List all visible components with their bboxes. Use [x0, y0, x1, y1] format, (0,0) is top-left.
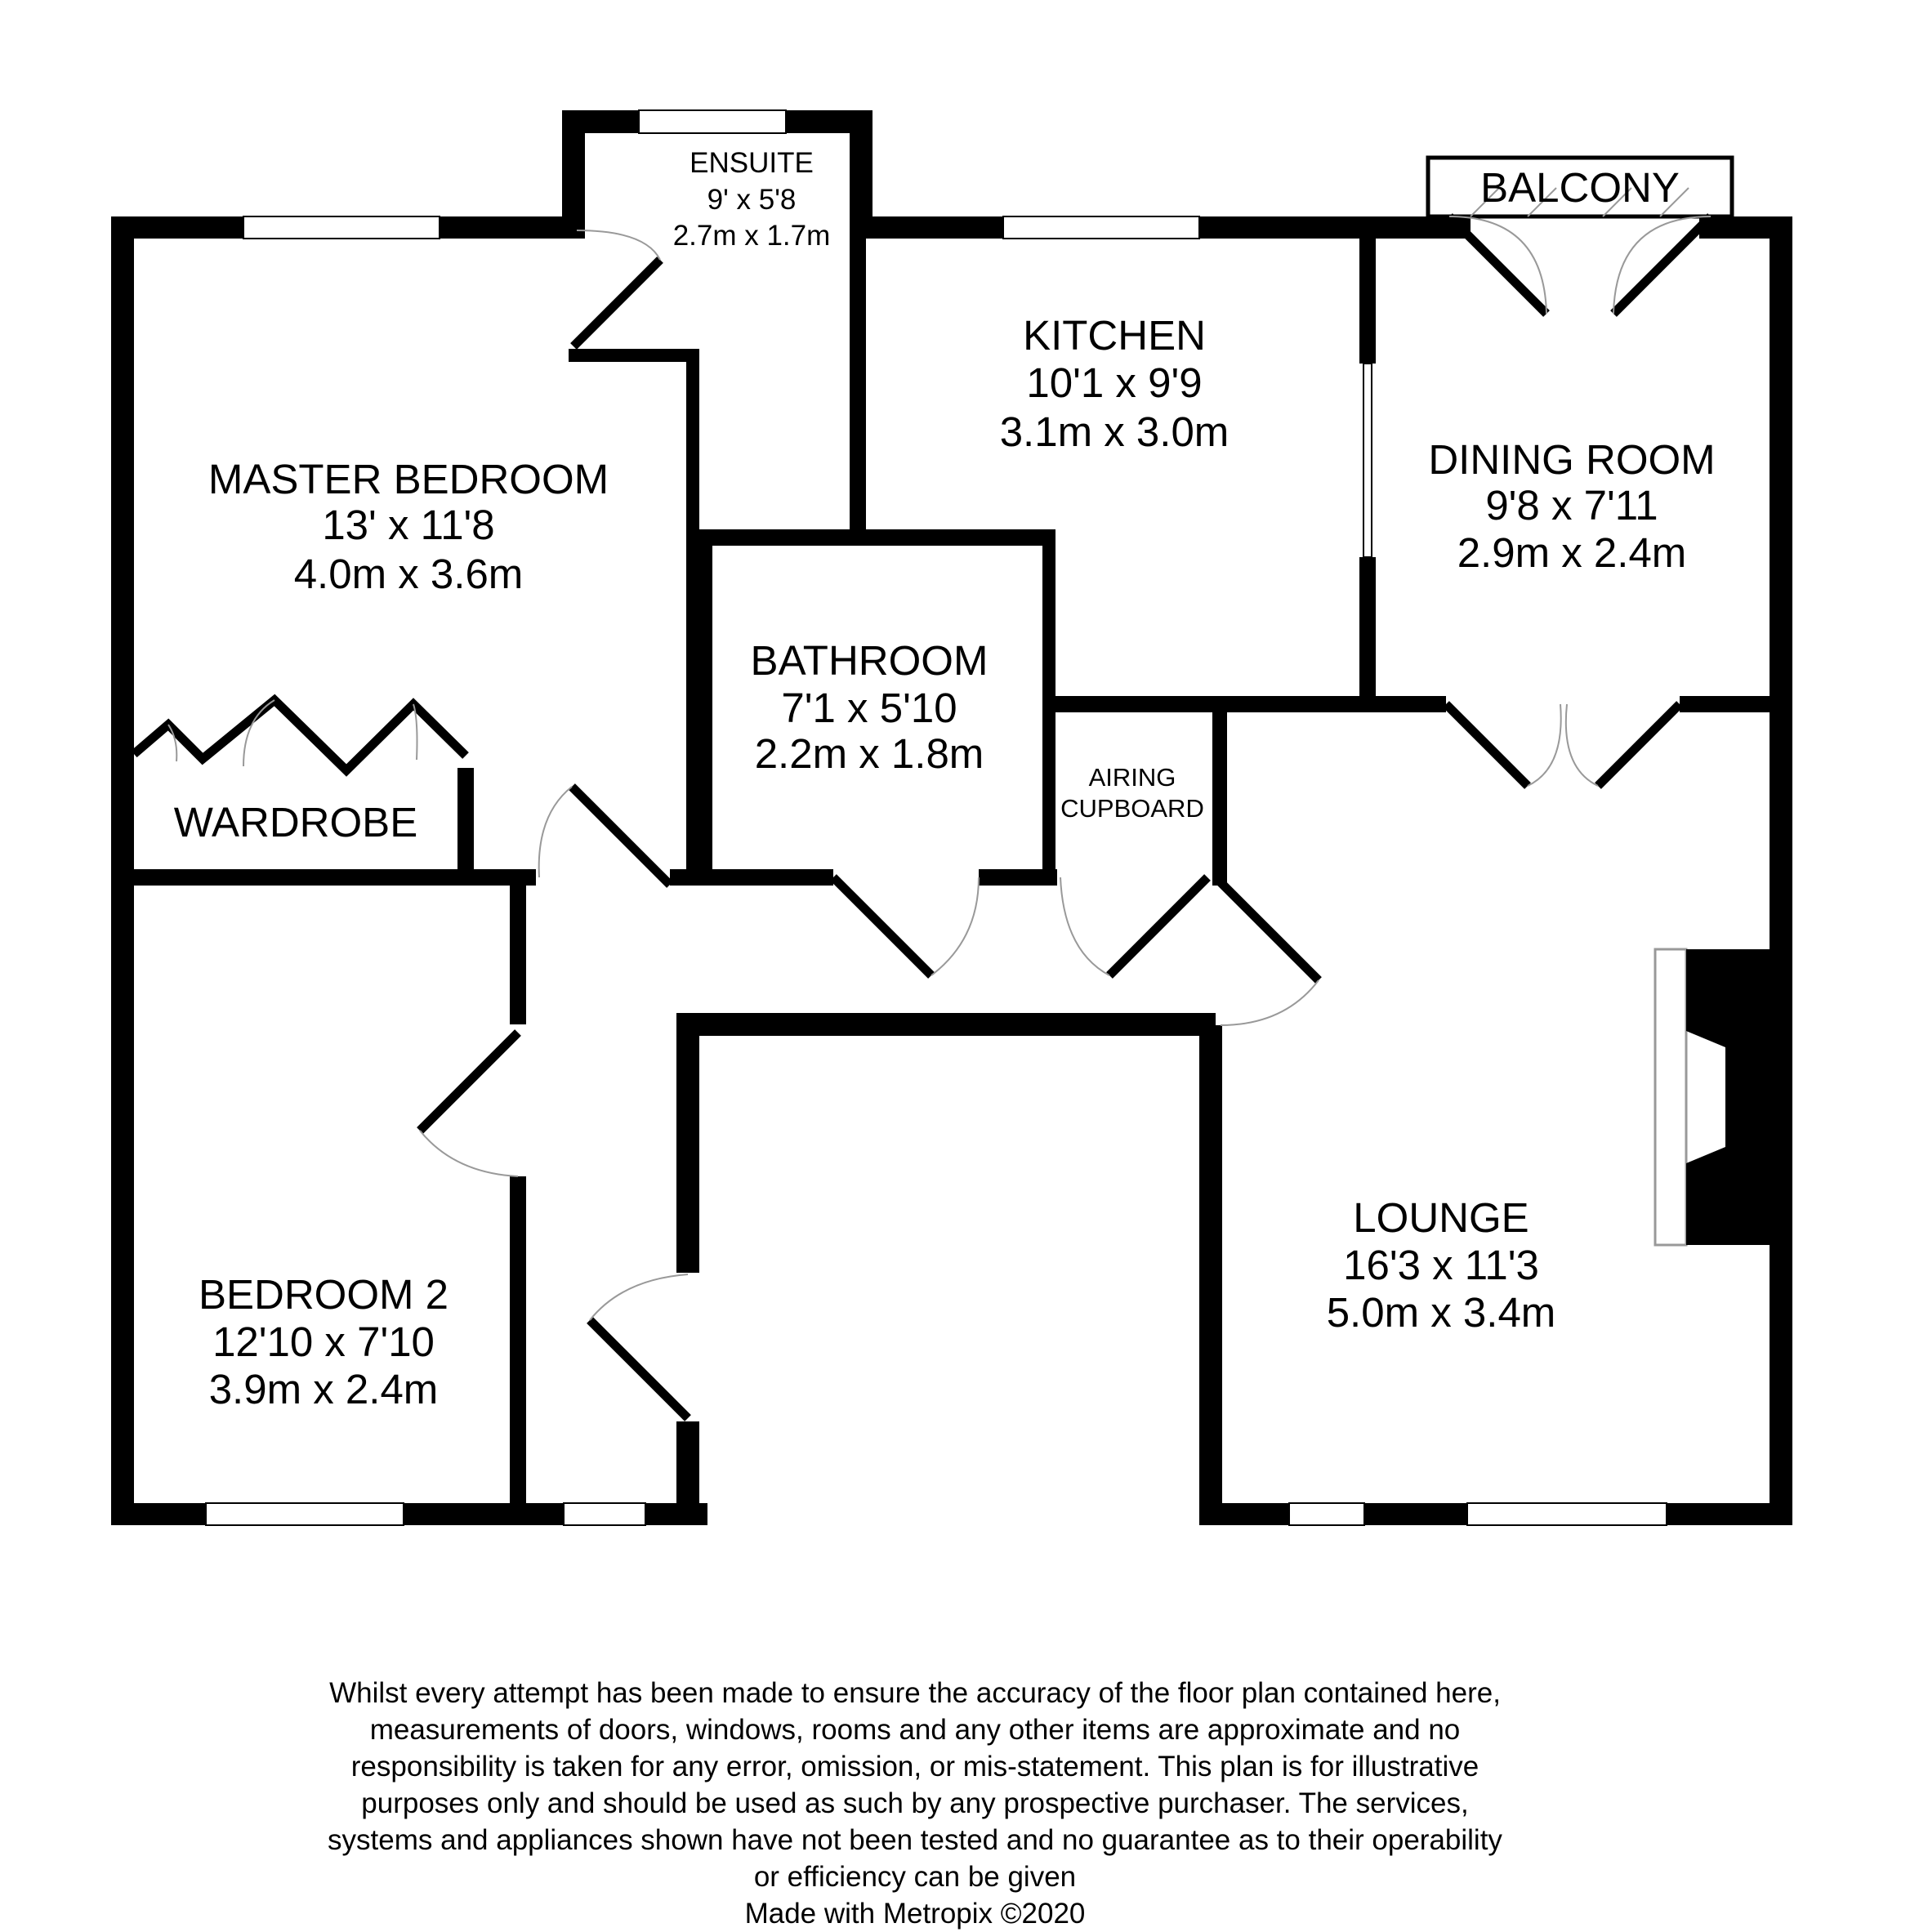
wall-top-dining-right	[1699, 216, 1792, 239]
door-entrance	[587, 1317, 691, 1421]
bathroom-name: BATHROOM	[751, 637, 989, 684]
window-master	[243, 216, 440, 239]
wall-master-bottom	[111, 869, 536, 886]
kitchen-metric: 3.1m x 3.0m	[1000, 408, 1230, 455]
door-airing	[1106, 874, 1211, 979]
ensuite-name: ENSUITE	[690, 147, 814, 179]
windows	[205, 109, 1667, 1526]
kitchen-imperial: 10'1 x 9'9	[1026, 359, 1202, 406]
wall-bed2-right-bottom	[510, 1176, 526, 1519]
wall-landing-top	[676, 1013, 1216, 1036]
wall-bathroom-top	[699, 529, 1055, 546]
wardrobe-label: WARDROBE	[174, 799, 417, 846]
wall-master-right	[686, 349, 699, 880]
lounge-metric: 5.0m x 3.4m	[1327, 1289, 1556, 1336]
floor-plan: BALCONY ENSUITE	[111, 109, 1792, 1526]
window-kitchen-dining-opening	[1363, 363, 1372, 558]
bathroom-metric: 2.2m x 1.8m	[755, 730, 984, 777]
door-bedroom2	[417, 1029, 521, 1134]
wall-airing-right	[1212, 712, 1227, 884]
wall-bathroom-left	[699, 529, 712, 881]
door-ensuite	[570, 257, 663, 350]
door-dining-left	[1443, 701, 1531, 789]
dining-metric: 2.9m x 2.4m	[1457, 529, 1687, 576]
bedroom2-name: BEDROOM 2	[199, 1271, 449, 1318]
wall-ensuite-kitchen	[850, 237, 866, 539]
wall-dining-bottom	[1680, 696, 1778, 712]
balcony: BALCONY	[1426, 155, 1734, 317]
master-name: MASTER BEDROOM	[208, 456, 609, 502]
room-labels: ENSUITE 9' x 5'8 2.7m x 1.7m MASTER BEDR…	[174, 147, 1716, 1412]
door-dining-right	[1595, 701, 1683, 789]
disclaimer-text: Whilst every attempt has been made to en…	[328, 1677, 1502, 1893]
window-ensuite	[638, 109, 787, 134]
ensuite-imperial: 9' x 5'8	[707, 184, 797, 216]
window-kitchen	[1002, 216, 1200, 239]
wall-bathroom-bottom-a	[670, 869, 833, 886]
wall-kitchen-dining-bottom	[1359, 557, 1376, 712]
wall-wardrobe-right	[457, 768, 474, 874]
disclaimer-credit: Made with Metropix ©2020	[744, 1898, 1086, 1930]
door-bathroom	[830, 874, 935, 979]
wall-bathroom-bottom-b	[979, 869, 1057, 886]
wall-kitchen-bottom	[1046, 696, 1446, 712]
bedroom2-imperial: 12'10 x 7'10	[212, 1318, 435, 1365]
wall-kitchen-dining-top	[1359, 237, 1376, 364]
window-hall	[563, 1502, 646, 1526]
window-bedroom2	[205, 1502, 404, 1526]
door-master	[569, 783, 673, 888]
dining-name: DINING ROOM	[1428, 436, 1715, 483]
wardrobe-doors	[131, 694, 469, 777]
window-lounge-right	[1466, 1502, 1667, 1526]
wall-lounge-left	[1199, 1025, 1222, 1525]
wall-hall-right-top	[676, 1013, 699, 1273]
master-metric: 4.0m x 3.6m	[294, 551, 524, 597]
ensuite-metric: 2.7m x 1.7m	[673, 220, 831, 252]
door-lounge	[1217, 879, 1322, 984]
airing-line1: AIRING	[1089, 763, 1176, 792]
balcony-label: BALCONY	[1480, 164, 1680, 211]
wall-hall-right-bottom	[676, 1421, 699, 1525]
lounge-imperial: 16'3 x 11'3	[1343, 1242, 1539, 1288]
bathroom-imperial: 7'1 x 5'10	[781, 685, 957, 731]
disclaimer: Whilst every attempt has been made to en…	[327, 1675, 1503, 1932]
kitchen-name: KITCHEN	[1023, 312, 1206, 359]
master-imperial: 13' x 11'8	[322, 502, 494, 548]
wall-bed2-right-top	[510, 869, 526, 1024]
window-lounge-left	[1288, 1502, 1365, 1526]
fireplace	[1654, 948, 1770, 1247]
dining-imperial: 9'8 x 7'11	[1485, 482, 1658, 529]
doors	[131, 230, 1683, 1421]
wall-right	[1770, 216, 1792, 1525]
airing-line2: CUPBOARD	[1060, 794, 1204, 823]
wall-ensuite-partition	[569, 349, 699, 362]
bedroom2-metric: 3.9m x 2.4m	[209, 1366, 439, 1412]
lounge-name: LOUNGE	[1353, 1194, 1529, 1241]
